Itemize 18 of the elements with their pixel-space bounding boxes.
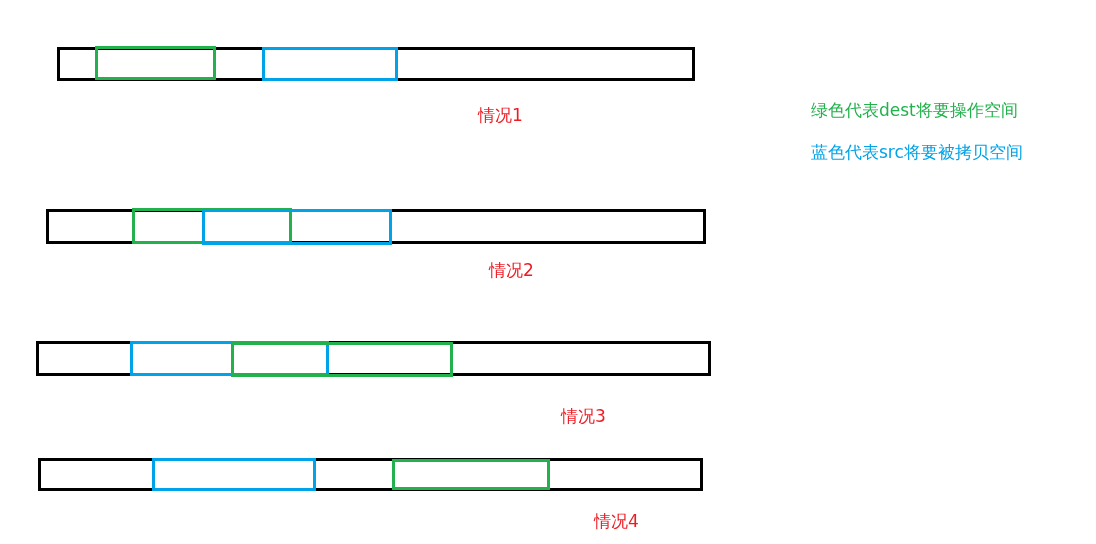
case-caption: 情况1 xyxy=(478,105,523,125)
case-caption: 情况4 xyxy=(594,511,639,531)
region-box xyxy=(392,459,550,490)
region-box xyxy=(152,458,316,491)
memory-bar xyxy=(46,209,706,244)
region-box xyxy=(262,47,398,81)
region-box xyxy=(132,208,292,244)
case-caption: 情况3 xyxy=(561,406,606,426)
memory-bar xyxy=(57,47,695,81)
region-box xyxy=(130,341,329,376)
case-caption: 情况2 xyxy=(489,260,534,280)
memory-bar xyxy=(38,458,703,491)
legend-text: 绿色代表dest将要操作空间 xyxy=(811,100,1018,120)
region-box xyxy=(231,342,453,377)
region-box xyxy=(202,209,392,245)
legend-text: 蓝色代表src将要被拷贝空间 xyxy=(811,142,1023,162)
region-box xyxy=(95,46,216,80)
memory-bar xyxy=(36,341,711,376)
